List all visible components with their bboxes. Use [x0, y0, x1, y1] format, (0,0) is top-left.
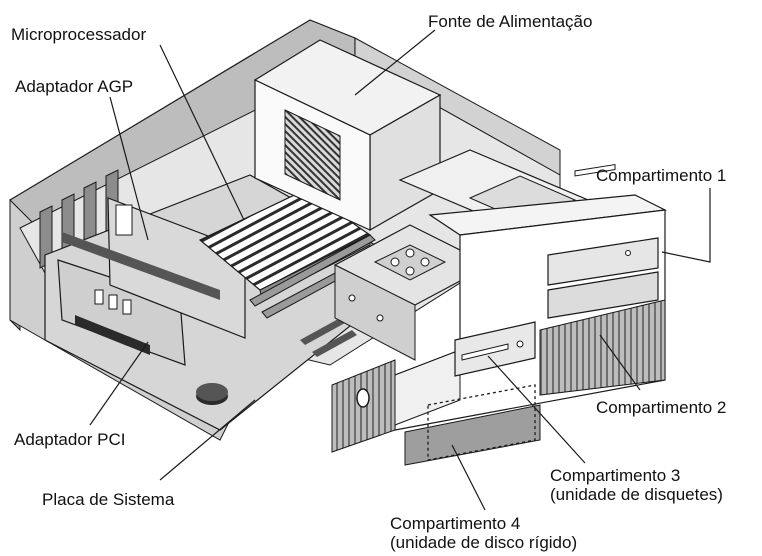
leader-system-board	[159, 399, 256, 481]
label-pci-adapter: Adaptador PCI	[14, 430, 126, 449]
leader-lines	[89, 29, 711, 511]
label-bay-3-line1: Compartimento 3	[550, 466, 681, 485]
label-microprocessor: Microprocessador	[11, 25, 147, 44]
bay-3-diskette-drive	[454, 321, 536, 377]
label-bay-4-line1: Compartimento 4	[390, 514, 521, 533]
leader-power-supply	[354, 29, 436, 96]
label-bay-3-line2: (unidade de disquetes)	[550, 485, 723, 504]
label-bay-4-line2: (unidade de disco rígido)	[390, 533, 578, 552]
label-bay-2: Compartimento 2	[596, 398, 727, 417]
label-bay-1: Compartimento 1	[596, 166, 727, 185]
leader-pci	[89, 341, 149, 426]
leader-bay-2	[599, 334, 641, 391]
bay-2-drive	[547, 271, 659, 319]
label-power-supply: Fonte de Alimentação	[428, 12, 593, 31]
bay-4-hard-disk	[427, 384, 536, 461]
leader-bay-3	[487, 355, 586, 464]
leader-bay-4	[451, 444, 486, 511]
bay-1-drive	[547, 164, 659, 286]
agp-adapter-card	[62, 197, 246, 339]
leader-bay-1	[661, 188, 711, 263]
leader-agp	[109, 96, 149, 241]
leader-microprocessor	[159, 44, 245, 221]
power-supply	[253, 39, 442, 232]
drive-cage	[333, 149, 602, 361]
label-system-board: Placa de Sistema	[42, 490, 175, 509]
label-agp-adapter: Adaptador AGP	[15, 77, 134, 96]
